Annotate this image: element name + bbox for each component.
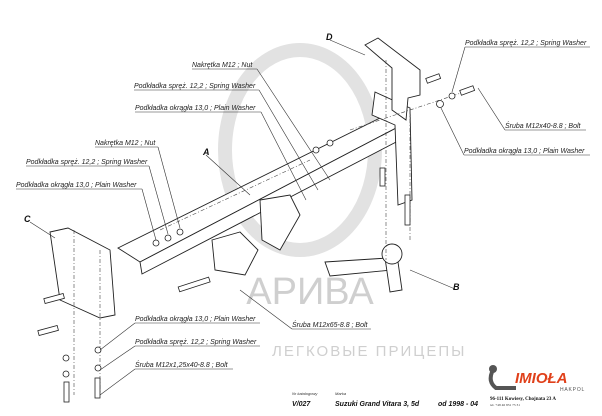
part-letter-d: D <box>326 32 333 42</box>
label-plain-washer-top: Podkładka okrągła 13,0 ; Plain Washer <box>135 105 256 112</box>
label-bolt-right: Śruba M12x40-8.8 ; Bolt <box>505 121 582 130</box>
logo-subtext: HAKPOL <box>560 387 585 393</box>
fasteners <box>37 73 476 403</box>
tow-ball-b <box>324 243 403 293</box>
label-spring-washer-top: Podkładka spręż. 12,2 ; Spring Washer <box>134 83 256 90</box>
label-bolt-mid: Śruba M12x65-8.8 ; Bolt <box>292 320 369 329</box>
label-nut-left: Nakrętka M12 ; Nut <box>95 140 156 147</box>
part-letter-a: A <box>202 147 210 157</box>
label-bolt-bottom: Śruba M12x1,25x40-8.8 ; Bolt <box>135 360 229 369</box>
leader-lines <box>16 39 590 396</box>
crossbeam-a <box>49 37 421 319</box>
make-label: Marka <box>335 391 347 396</box>
hitch-logo-icon <box>488 371 516 390</box>
watermark-brand: АРИВА <box>246 271 374 313</box>
label-spring-washer-left: Podkładka spręż. 12,2 ; Spring Washer <box>26 159 148 166</box>
label-plain-washer-left: Podkładka okrągła 13,0 ; Plain Washer <box>16 182 137 189</box>
vehicle-make: Suzuki Grand Vitara 3, 5d <box>335 401 420 408</box>
part-letter-c: C <box>24 214 31 224</box>
production-years: od 1998 - 04 <box>438 401 478 408</box>
company-logo: IMIOŁA HAKPOL 96-111 Kowiesy, Chojnata 2… <box>488 365 585 407</box>
title-block: Nr katalogowy V/027 Marka Suzuki Grand V… <box>292 391 478 408</box>
catalog-number: V/027 <box>292 401 311 408</box>
label-nut-top: Nakrętka M12 ; Nut <box>192 62 253 69</box>
watermark-tagline: ЛЕГКОВЫЕ ПРИЦЕПЫ <box>272 343 466 360</box>
label-plain-washer-right: Podkładka okrągła 13,0 ; Plain Washer <box>464 148 585 155</box>
catalog-number-label: Nr katalogowy <box>292 391 318 396</box>
part-letter-b: B <box>453 282 460 292</box>
label-spring-washer-bottom: Podkładka spręż. 12,2 ; Spring Washer <box>135 339 257 346</box>
company-phone: tel. +48 46 831 75 31 <box>490 403 520 407</box>
label-plain-washer-bottom: Podkładka okrągła 13,0 ; Plain Washer <box>135 316 256 323</box>
logo-text: IMIOŁA <box>515 370 568 387</box>
label-spring-washer-right: Podkładka spręż. 12,2 ; Spring Washer <box>465 40 587 47</box>
company-address: 96-111 Kowiesy, Chojnata 23 A <box>490 397 556 402</box>
